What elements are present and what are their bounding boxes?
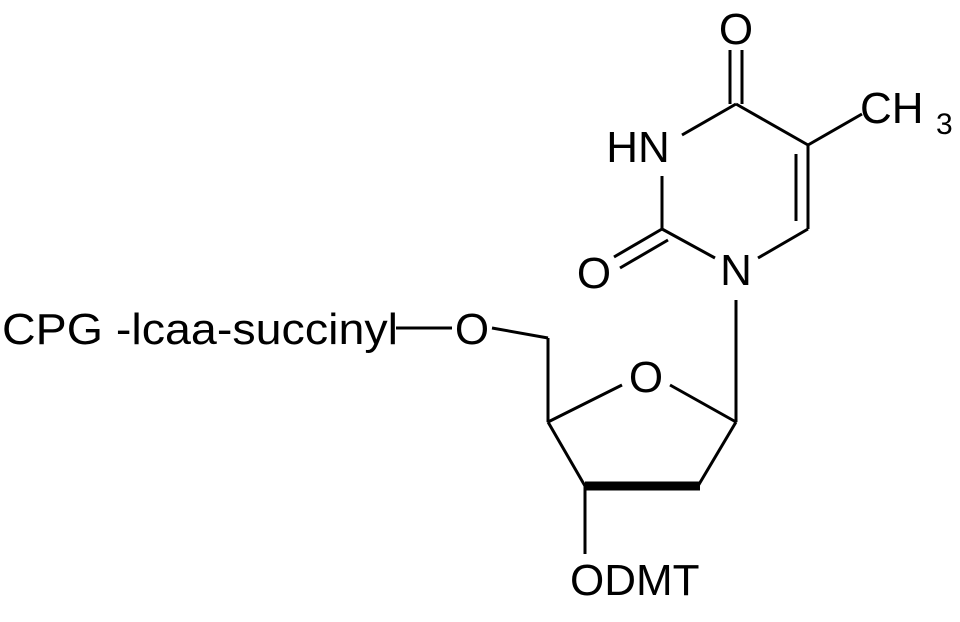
bond-c4-ringo: [547, 383, 623, 424]
methyl-label: CH: [860, 84, 924, 133]
o4-label: O: [719, 5, 753, 54]
bond-o5-c5: [491, 326, 549, 340]
bond-c4-c3: [546, 421, 587, 487]
n3-label: HN: [606, 123, 670, 172]
bond-c2-c1: [696, 421, 738, 487]
bond-c4-c5: [735, 102, 809, 147]
ring-oxygen-label: O: [629, 353, 663, 402]
bond-c6-n1: [757, 227, 809, 260]
bond-n1-c2: [661, 227, 716, 260]
linker-label: CPG -lcaa-succinyl: [2, 305, 398, 354]
n1-label: N: [720, 246, 752, 295]
o2-label: O: [577, 249, 611, 298]
bonds: [396, 50, 863, 554]
bond-c2-o2-a: [613, 227, 663, 259]
bond-c5-methyl: [807, 112, 863, 147]
methyl-subscript: 3: [936, 108, 953, 141]
o5prime-label: O: [455, 305, 489, 354]
bond-n3-c4: [681, 102, 737, 137]
bond-c2-o2-b: [619, 238, 669, 270]
atom-labels: CPG -lcaa-succinyl O O ODMT N HN O O CH …: [2, 5, 953, 605]
bond-ringo-c1: [669, 383, 737, 424]
o3prime-label: ODMT: [570, 556, 700, 605]
